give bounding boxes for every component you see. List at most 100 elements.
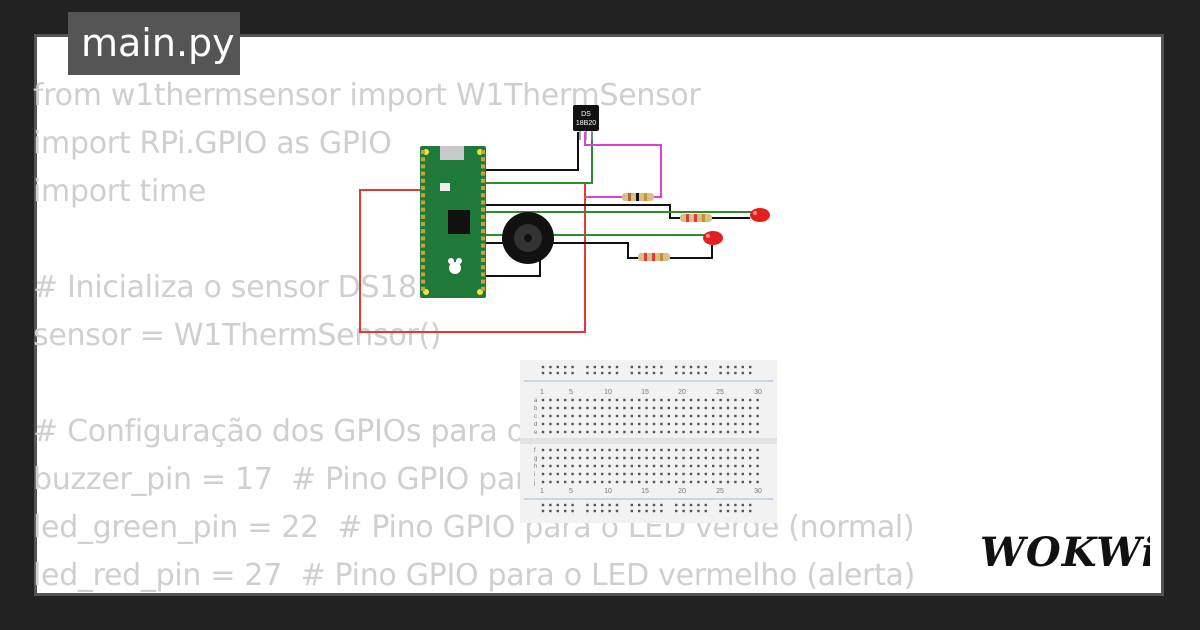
breadboard-hole bbox=[564, 414, 567, 418]
code-line: from w1thermsensor import W1ThermSensor bbox=[33, 78, 701, 113]
breadboard-hole bbox=[578, 406, 582, 410]
breadboard-hole bbox=[734, 422, 737, 426]
led-red[interactable] bbox=[703, 231, 723, 245]
breadboard-hole bbox=[660, 430, 663, 434]
breadboard-hole bbox=[734, 448, 737, 452]
breadboard[interactable] bbox=[520, 360, 777, 523]
wokwi-logo[interactable]: WOKWi bbox=[980, 528, 1150, 574]
breadboard-hole bbox=[549, 456, 552, 460]
breadboard-hole bbox=[734, 480, 737, 484]
breadboard-hole bbox=[675, 414, 678, 418]
breadboard-hole bbox=[682, 398, 685, 402]
breadboard-hole bbox=[549, 472, 552, 476]
pico-pin bbox=[481, 171, 485, 176]
breadboard-hole bbox=[741, 371, 744, 375]
buzzer[interactable] bbox=[502, 212, 554, 264]
row-letter: a bbox=[534, 398, 538, 404]
breadboard-hole bbox=[712, 464, 715, 468]
breadboard-hole bbox=[601, 398, 604, 402]
pico-pin bbox=[481, 258, 485, 262]
file-tab[interactable]: main.py bbox=[68, 12, 240, 75]
breadboard-hole bbox=[623, 472, 626, 476]
breadboard-hole bbox=[756, 456, 759, 460]
breadboard-hole bbox=[549, 430, 552, 434]
pico-pin bbox=[481, 193, 485, 198]
column-number: 25 bbox=[716, 488, 724, 495]
breadboard-hole bbox=[645, 480, 648, 484]
pico-pin bbox=[421, 272, 425, 277]
breadboard-hole bbox=[704, 430, 707, 434]
breadboard-hole bbox=[593, 480, 596, 484]
ds18b20-sensor[interactable]: DS 18B20 bbox=[573, 105, 599, 140]
breadboard-hole bbox=[556, 503, 559, 507]
breadboard-hole bbox=[660, 503, 663, 507]
breadboard-hole bbox=[741, 430, 744, 434]
breadboard-hole bbox=[675, 480, 678, 484]
breadboard-hole bbox=[608, 509, 611, 513]
breadboard-hole bbox=[741, 398, 744, 402]
breadboard-hole bbox=[638, 448, 641, 452]
pico-pin bbox=[481, 186, 485, 190]
breadboard-hole bbox=[704, 448, 707, 452]
breadboard-hole bbox=[741, 365, 744, 369]
breadboard-hole bbox=[660, 472, 663, 476]
breadboard-hole bbox=[571, 430, 574, 434]
breadboard-hole bbox=[675, 509, 678, 513]
resistor[interactable] bbox=[680, 214, 712, 222]
raspberry-pi-pico[interactable] bbox=[420, 146, 486, 298]
breadboard-hole bbox=[541, 422, 545, 426]
breadboard-hole bbox=[652, 365, 656, 369]
breadboard-hole bbox=[682, 464, 685, 468]
breadboard-hole bbox=[630, 448, 633, 452]
pico-pin bbox=[421, 193, 425, 198]
column-number: 1 bbox=[540, 488, 544, 495]
breadboard-hole bbox=[638, 480, 641, 484]
breadboard-hole bbox=[652, 430, 656, 434]
breadboard-hole bbox=[712, 448, 715, 452]
breadboard-hole bbox=[756, 430, 759, 434]
breadboard-hole bbox=[541, 509, 545, 513]
pico-pin bbox=[481, 157, 485, 162]
breadboard-hole bbox=[749, 398, 752, 402]
breadboard-hole bbox=[586, 398, 589, 402]
breadboard-hole bbox=[652, 414, 656, 418]
pico-pin bbox=[481, 286, 485, 291]
resistor[interactable] bbox=[622, 193, 654, 201]
column-number: 25 bbox=[716, 389, 724, 396]
resistor[interactable] bbox=[638, 253, 670, 261]
breadboard-hole bbox=[556, 365, 559, 369]
breadboard-hole bbox=[675, 456, 678, 460]
breadboard-hole bbox=[638, 414, 641, 418]
row-letter: c bbox=[534, 414, 537, 420]
column-number: 1 bbox=[540, 389, 544, 396]
breadboard-hole bbox=[549, 448, 552, 452]
breadboard-hole bbox=[608, 456, 611, 460]
breadboard-hole bbox=[719, 365, 722, 369]
breadboard-hole bbox=[712, 480, 715, 484]
row-letter: j bbox=[533, 480, 535, 486]
column-number: 5 bbox=[569, 389, 573, 396]
pico-pin bbox=[481, 265, 485, 270]
breadboard-hole bbox=[608, 464, 611, 468]
pico-pin bbox=[481, 250, 485, 255]
breadboard-hole bbox=[704, 365, 707, 369]
breadboard-hole bbox=[564, 480, 567, 484]
breadboard-hole bbox=[675, 430, 678, 434]
breadboard-hole bbox=[615, 365, 619, 369]
pico-pin bbox=[421, 229, 425, 234]
breadboard-hole bbox=[734, 503, 737, 507]
row-letter: h bbox=[534, 464, 537, 470]
breadboard-hole bbox=[571, 371, 574, 375]
breadboard-hole bbox=[608, 422, 611, 426]
breadboard-hole bbox=[697, 448, 700, 452]
breadboard-hole bbox=[556, 414, 559, 418]
breadboard-hole bbox=[675, 406, 678, 410]
pico-pin bbox=[421, 157, 425, 162]
breadboard-hole bbox=[586, 365, 589, 369]
led-red[interactable] bbox=[750, 208, 770, 222]
breadboard-hole bbox=[741, 422, 744, 426]
breadboard-hole bbox=[704, 456, 707, 460]
breadboard-hole bbox=[726, 430, 730, 434]
breadboard-hole bbox=[630, 406, 633, 410]
breadboard-hole bbox=[615, 503, 619, 507]
